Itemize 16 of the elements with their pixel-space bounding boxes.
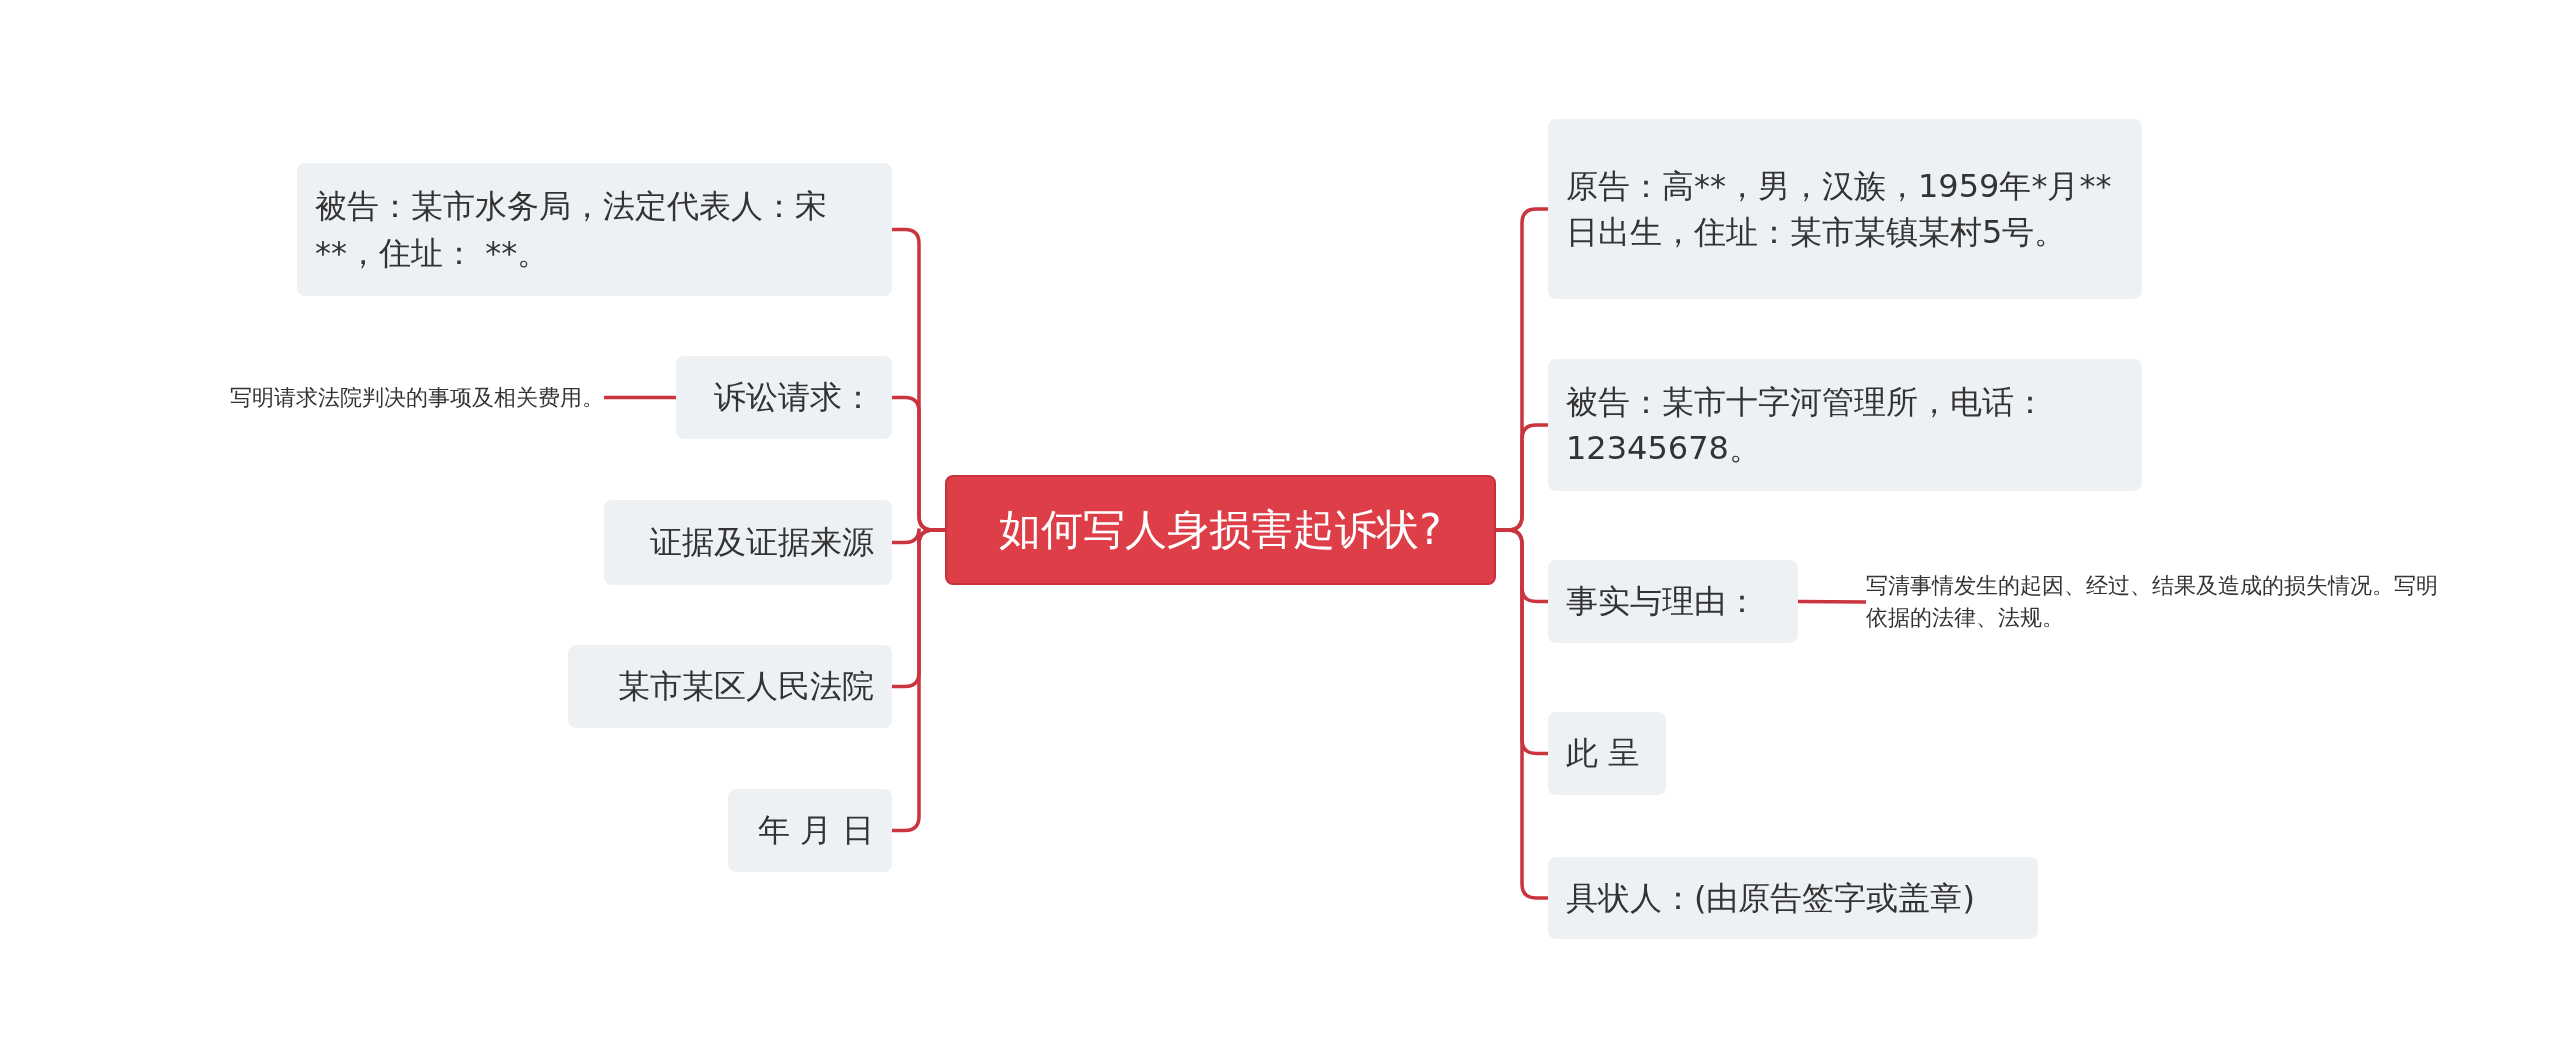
topic-box: 具状人：(由原告签字或盖章): [1548, 857, 2038, 939]
topic-box: 年 月 日: [728, 789, 892, 872]
topic-box: 被告：某市水务局，法定代表人：宋**，住址： **。: [297, 163, 892, 296]
central-topic-box: 如何写人身损害起诉状?: [945, 475, 1496, 585]
note-text: 写清事情发生的起因、经过、结果及造成的损失情况。写明依据的法律、法规。: [1866, 564, 2446, 640]
topic-box: 诉讼请求：: [676, 356, 892, 439]
topic-box: 被告：某市十字河管理所，电话：12345678。: [1548, 359, 2142, 491]
topic-box: 证据及证据来源: [604, 500, 892, 585]
topic-box: 原告：高**，男，汉族，1959年*月**日出生，住址：某市某镇某村5号。: [1548, 119, 2142, 299]
topic-box: 某市某区人民法院: [568, 645, 892, 728]
connector-line: [1496, 528, 1548, 900]
topic-box: 事实与理由：: [1548, 560, 1798, 643]
note-text: 写明请求法院判决的事项及相关费用。: [130, 384, 604, 411]
topic-box: 此 呈: [1548, 712, 1666, 795]
connector-line: [604, 395, 676, 400]
connector-line: [1798, 599, 1866, 604]
